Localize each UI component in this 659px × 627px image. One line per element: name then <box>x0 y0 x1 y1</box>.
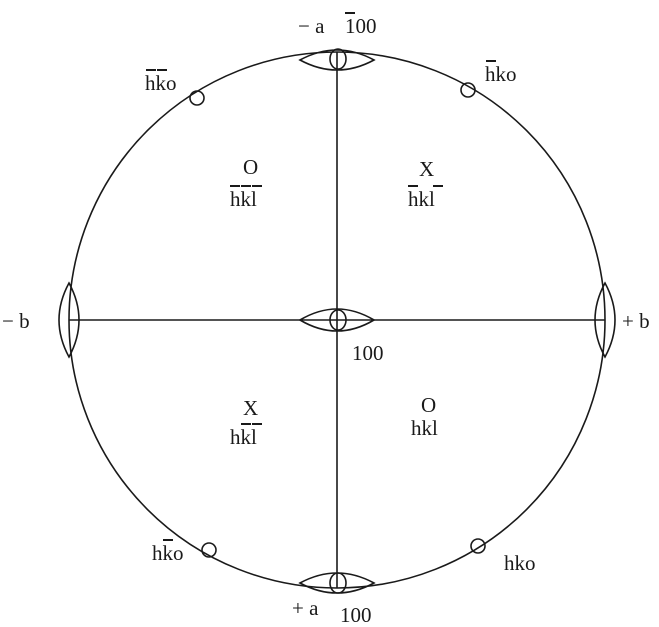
quad-upper-right-symbol: X <box>419 157 434 181</box>
pole-hko-upper-right <box>460 82 476 98</box>
pole-hko-lower-left <box>201 542 217 558</box>
quad-lower-left-index: hkl <box>230 425 257 449</box>
twofold-symbol-left <box>58 281 80 359</box>
label-hko-upper-right: hko <box>485 62 517 86</box>
quad-lower-right-symbol: O <box>421 393 436 417</box>
label-hko-lower-left: hko <box>152 541 184 565</box>
label-hko-upper-left: hko <box>145 71 177 95</box>
label-bottom-pole: 100 <box>340 603 372 627</box>
twofold-symbol-center <box>298 308 376 332</box>
pole-hko-upper-left <box>189 90 205 106</box>
quad-lower-right-index: hkl <box>411 416 438 440</box>
pole-center-marker <box>329 309 347 331</box>
label-hko-lower-right: hko <box>504 551 536 575</box>
pole-hko-lower-right <box>470 538 486 554</box>
pole-top-marker <box>329 48 347 70</box>
label-plus-b: + b <box>622 309 650 333</box>
twofold-symbol-bottom <box>298 572 376 594</box>
quad-upper-left-symbol: O <box>243 155 258 179</box>
label-center-pole: 100 <box>352 341 384 365</box>
label-minus-b: − b <box>2 309 30 333</box>
label-top-pole: 100 <box>345 14 377 38</box>
label-minus-a: − a <box>298 14 325 38</box>
quad-upper-right-index: hkl <box>408 187 435 211</box>
label-plus-a: + a <box>292 596 319 620</box>
pole-bottom-marker <box>329 572 347 594</box>
twofold-symbol-right <box>594 281 616 359</box>
quad-lower-left-symbol: X <box>243 396 258 420</box>
quad-upper-left-index: hkl <box>230 187 257 211</box>
twofold-symbol-top <box>298 49 376 71</box>
